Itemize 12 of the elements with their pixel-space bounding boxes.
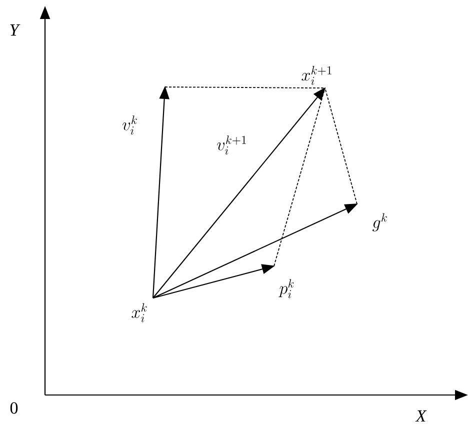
point-label: $g^k$ bbox=[372, 213, 387, 232]
edge-label: $v_i^k$ bbox=[122, 116, 137, 135]
dashed-line bbox=[324, 88, 358, 204]
point-label: $x_i^k$ bbox=[132, 303, 147, 322]
point-label: $x_i^{k+1}$ bbox=[302, 66, 332, 85]
dashed-line bbox=[274, 88, 326, 266]
point-label: $p_i^k$ bbox=[278, 279, 294, 298]
origin-label: 0 bbox=[10, 402, 18, 414]
dashed-line bbox=[164, 86, 326, 88]
axis-label: Y bbox=[10, 24, 20, 36]
edge-label: $v_i^{k+1}$ bbox=[217, 136, 246, 155]
axis-label: X bbox=[415, 410, 427, 422]
